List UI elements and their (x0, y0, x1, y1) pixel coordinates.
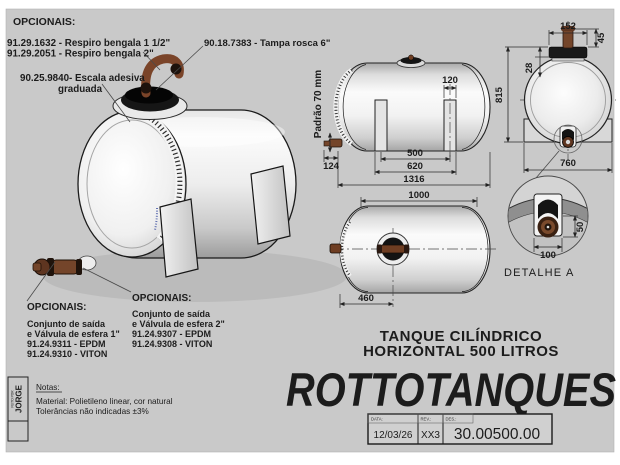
dim-45: 45 (596, 32, 607, 43)
title-block: TANQUE CILÍNDRICO HORIZONTAL 500 LITROS … (286, 328, 616, 445)
author-name: JORGE (15, 384, 24, 413)
detail-a: 100 50 DETALHE A (504, 175, 589, 279)
table-value-rev: XX3 (421, 430, 440, 441)
drawing-title-line1: TANQUE CILÍNDRICO (380, 328, 542, 345)
label-escala-1: 90.25.9840- Escala adesiva (20, 73, 145, 84)
dim-1000: 1000 (408, 190, 429, 201)
author-box (7, 376, 29, 442)
end-view (520, 21, 616, 179)
label-respiro-2: 91.29.2051 - Respiro bengala 2" (7, 49, 154, 60)
author-role: FEITO POR (11, 390, 15, 408)
label-tampa: 90.18.7383 - Tampa rosca 6" (204, 38, 330, 49)
label-opcionais-right: OPCIONAIS: (132, 293, 191, 304)
notes-material: Material: Polietileno linear, cor natura… (36, 397, 173, 406)
outlet-right-line: 91.24.9307 - EPDM (132, 329, 211, 339)
table-value-data: 12/03/26 (374, 430, 413, 441)
outlet-left-line: 91.24.9310 - VITON (27, 349, 107, 359)
outlet-options-right: OPCIONAIS: Conjunto de saída e Válvula d… (132, 293, 225, 349)
dim-815: 815 (494, 86, 505, 103)
dim-100: 100 (540, 250, 556, 261)
company-logo: ROTTOTANQUES (286, 363, 616, 416)
notes-block: JORGE FEITO POR Notas: Material: Polieti… (7, 376, 173, 442)
notes-tolerance: Tolerâncias não indicadas ±3% (36, 407, 149, 416)
dim-152: 152 (560, 21, 576, 32)
leader-lines (26, 45, 204, 302)
notes-title: Notas: (36, 383, 60, 392)
table-value-des: 30.00500.00 (454, 426, 541, 443)
detail-a-label: DETALHE A (504, 267, 575, 279)
dim-124: 124 (323, 161, 340, 172)
label-opcionais-top: OPCIONAIS: (13, 16, 75, 28)
table-header-des: DES.: (446, 417, 457, 422)
outlet-left-line: e Válvula de esfera 1" (27, 329, 120, 339)
outlet-left-line: 91.24.9311 - EPDM (27, 339, 106, 349)
outlet-right-line: e Válvula de esfera 2" (132, 319, 225, 329)
dim-460: 460 (358, 293, 374, 304)
outlet-options-left: OPCIONAIS: Conjunto de saída e Válvula d… (27, 302, 120, 359)
label-escala-2: graduada (58, 84, 103, 95)
dim-50: 50 (575, 222, 586, 233)
dim-120: 120 (442, 75, 458, 86)
dim-620: 620 (407, 161, 423, 172)
detail-a-indicator (553, 124, 583, 154)
label-opcionais-left: OPCIONAIS: (27, 302, 86, 313)
label-respiro-1: 91.29.1632 - Respiro bengala 1 1/2" (7, 38, 170, 49)
top-view-dimensions: 1000 460 (339, 190, 478, 308)
drawing-title-line2: HORIZONTAL 500 LITROS (363, 343, 559, 360)
side-view (323, 54, 491, 160)
dim-1316: 1316 (403, 174, 424, 185)
revision-table (367, 413, 553, 445)
outlet-right-line: Conjunto de saída (132, 309, 211, 319)
tank-shadow (43, 250, 347, 302)
tank-3d-render (32, 54, 347, 302)
dim-500: 500 (407, 148, 423, 159)
dim-760: 760 (560, 158, 576, 169)
tank-leg-front (159, 198, 199, 278)
end-view-cap (548, 46, 588, 59)
top-view (329, 205, 497, 307)
side-view-dimensions: 120 Padrão 70 mm 124 500 620 1316 (313, 70, 491, 188)
outlet-left-line: Conjunto de saída (27, 319, 106, 329)
table-header-data: DATA: (371, 417, 383, 422)
table-header-rev: REV.: (421, 417, 432, 422)
dim-padrao-70mm: Padrão 70 mm (313, 70, 324, 138)
outlet-valve-3d (51, 259, 79, 275)
end-view-dimensions: 152 45 28 815 760 (494, 21, 613, 173)
tank-leg-rear (250, 165, 291, 245)
side-leg-left (374, 99, 388, 152)
outlet-right-line: 91.24.9308 - VITON (132, 339, 212, 349)
dim-28: 28 (524, 63, 535, 74)
